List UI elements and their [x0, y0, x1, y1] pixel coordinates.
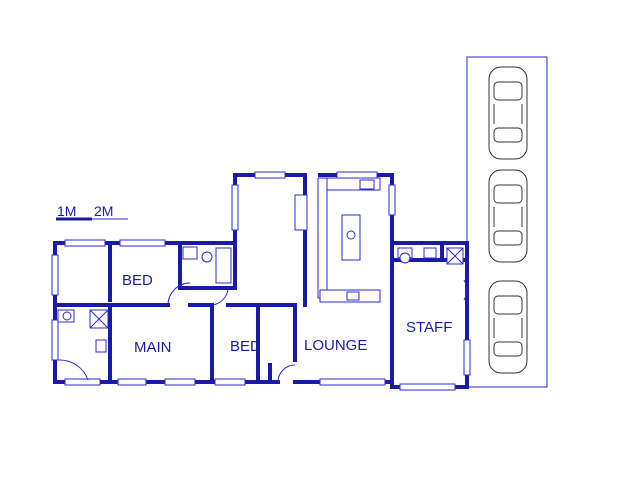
exterior-walls: [53, 173, 469, 389]
room-label-main: MAIN: [134, 339, 172, 356]
windows: [51, 171, 471, 391]
car-1: [488, 66, 528, 160]
car-3: [488, 280, 528, 374]
room-label-staff: STAFF: [406, 319, 452, 336]
interior-walls: [53, 241, 469, 384]
car-2: [488, 169, 528, 263]
room-label-bed-1: BED: [122, 272, 153, 289]
scale-label-2m: 2M: [94, 203, 113, 219]
parking-area: [466, 56, 548, 388]
scale-label-1m: 1M: [57, 203, 76, 219]
room-label-bed-2: BED: [230, 338, 261, 355]
door-swings: [57, 279, 468, 383]
scale-bar: 1M 2M: [56, 203, 128, 221]
room-label-lounge: LOUNGE: [304, 337, 367, 354]
bathroom-fixtures: [57, 246, 464, 353]
kitchen: [294, 177, 381, 303]
room-labels: BED MAIN BED LOUNGE STAFF: [122, 272, 452, 356]
